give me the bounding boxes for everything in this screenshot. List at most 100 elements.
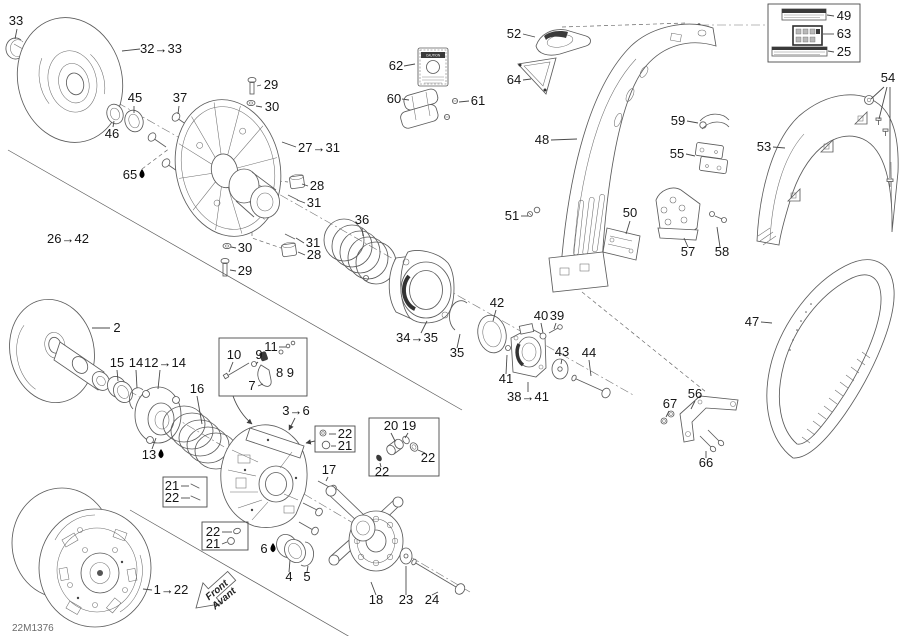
leader-line-13 [151, 437, 157, 450]
part-label-38-41: 38→41 [507, 389, 549, 404]
part-label-22b: 22 [338, 426, 352, 441]
leader-line-35 [456, 333, 461, 349]
sheave-32-33-drawing [16, 17, 124, 143]
bolts-37-drawing [147, 112, 191, 174]
part-label-25: 25 [837, 44, 851, 59]
slider-shoe-28-top-drawing [289, 174, 305, 190]
washer-30-top-drawing [246, 99, 256, 107]
cover-34-35-drawing [388, 250, 455, 324]
part-label-21c: 21 [206, 536, 220, 551]
bushing-4-drawing [276, 533, 306, 564]
outer-guard-53-drawing [756, 94, 899, 246]
washer-43-drawing [551, 358, 569, 380]
belt-dots [789, 303, 812, 351]
leader-line-41 [505, 354, 508, 375]
leader-line-53 [772, 146, 786, 149]
frame-to-bracket-dash [581, 291, 707, 393]
drive-belt-47-drawing [766, 259, 895, 459]
part-label-3-6: 3→6 [282, 403, 309, 418]
leader-line-52 [522, 33, 536, 38]
part-label-14: 14 [129, 355, 143, 370]
ring-21-drawing [227, 537, 235, 545]
document-code: 22M1376 [12, 623, 54, 634]
part-label-44: 44 [582, 345, 596, 360]
part-label-43: 43 [555, 344, 569, 359]
part-label-64: 64 [507, 72, 521, 87]
bearing-housing-38-41-drawing [510, 323, 547, 378]
leader-line-25 [827, 50, 835, 53]
sheave-2-drawing [9, 298, 111, 404]
leader-line-40 [540, 322, 544, 334]
plug-22-drawing [233, 527, 241, 535]
washer-46-drawing [106, 103, 124, 125]
leader-line-56 [690, 400, 696, 410]
pin-31-bottom-drawing [284, 233, 296, 240]
part-label-22d: 22 [375, 464, 389, 479]
spider-18-drawing [325, 485, 404, 572]
spoked-pulley-27-31-drawing [174, 99, 282, 237]
leader-line-36 [361, 227, 364, 237]
lubrication-droplet-symbol-6 [270, 543, 276, 553]
part-label-30b: 30 [238, 240, 252, 255]
part-label-58: 58 [715, 244, 729, 259]
part-label-19: 19 [402, 418, 416, 433]
shaft-collar [228, 168, 260, 204]
front-direction-arrow: Front Avant [195, 570, 239, 613]
bolt-24-drawing [411, 558, 466, 595]
leader-line-42 [492, 309, 497, 322]
nut-40-drawing [539, 332, 547, 340]
part-label-12-14: 12→14 [144, 355, 186, 370]
cotter-clip-59-drawing [699, 113, 730, 130]
bracket-50-drawing [602, 227, 641, 261]
cam-housing-3-6-drawing [220, 424, 308, 528]
leader-line-43 [560, 358, 563, 365]
leader-line-12-14 [157, 369, 161, 390]
leader-line-33 [14, 28, 18, 40]
part-label-8-9: 8 9 [276, 365, 294, 380]
handle-52-drawing [535, 29, 591, 56]
oring-35-drawing [449, 300, 468, 331]
screw-29-bottom-drawing [220, 257, 230, 277]
part-label-31a: 31 [307, 195, 321, 210]
part-label-13: 13 [142, 447, 156, 462]
part-label-36: 36 [355, 212, 369, 227]
part-label-39: 39 [550, 308, 564, 323]
leader-line-67 [665, 410, 670, 418]
lube-65-dash [141, 147, 171, 170]
leader-line-15 [116, 369, 119, 382]
part-label-55: 55 [670, 146, 684, 161]
oring-box-22-21-bottom [201, 521, 249, 551]
clamp-60-drawing [400, 88, 439, 129]
belt-ribs [801, 351, 871, 444]
spacer-11-drawing [285, 340, 296, 349]
sticker-63-drawing [792, 25, 823, 46]
bracket-64-drawing [517, 57, 557, 95]
part-label-50: 50 [623, 205, 637, 220]
part-label-26-42: 26→42 [47, 231, 89, 246]
part-label-22c: 22 [421, 450, 435, 465]
leader-line-31a [296, 199, 306, 204]
leader-line-28a [301, 183, 309, 187]
part-label-57: 57 [681, 244, 695, 259]
lever-7-drawing [257, 364, 272, 387]
bushing-15-drawing [107, 376, 133, 403]
adjuster-rod-10-drawing [222, 362, 250, 380]
part-label-28a: 28 [310, 178, 324, 193]
lever-parts-box-7-11 [218, 337, 308, 425]
leader-line-20 [390, 432, 396, 442]
screws-61-drawing [443, 97, 459, 121]
part-label-17: 17 [322, 462, 336, 477]
part-label-5: 5 [303, 569, 310, 584]
part-label-67: 67 [663, 396, 677, 411]
leader-line-61 [458, 100, 470, 103]
part-label-41: 41 [499, 371, 513, 386]
sticker-49-drawing [781, 8, 827, 21]
oring-22-drawing [319, 429, 327, 437]
part-label-34-35: 34→35 [396, 330, 438, 345]
leader-line-17 [325, 476, 329, 482]
oring-box-leader [305, 439, 316, 445]
part-label-46: 46 [105, 126, 119, 141]
leader-line-54 [870, 86, 885, 100]
leader-line-30b [230, 246, 237, 249]
